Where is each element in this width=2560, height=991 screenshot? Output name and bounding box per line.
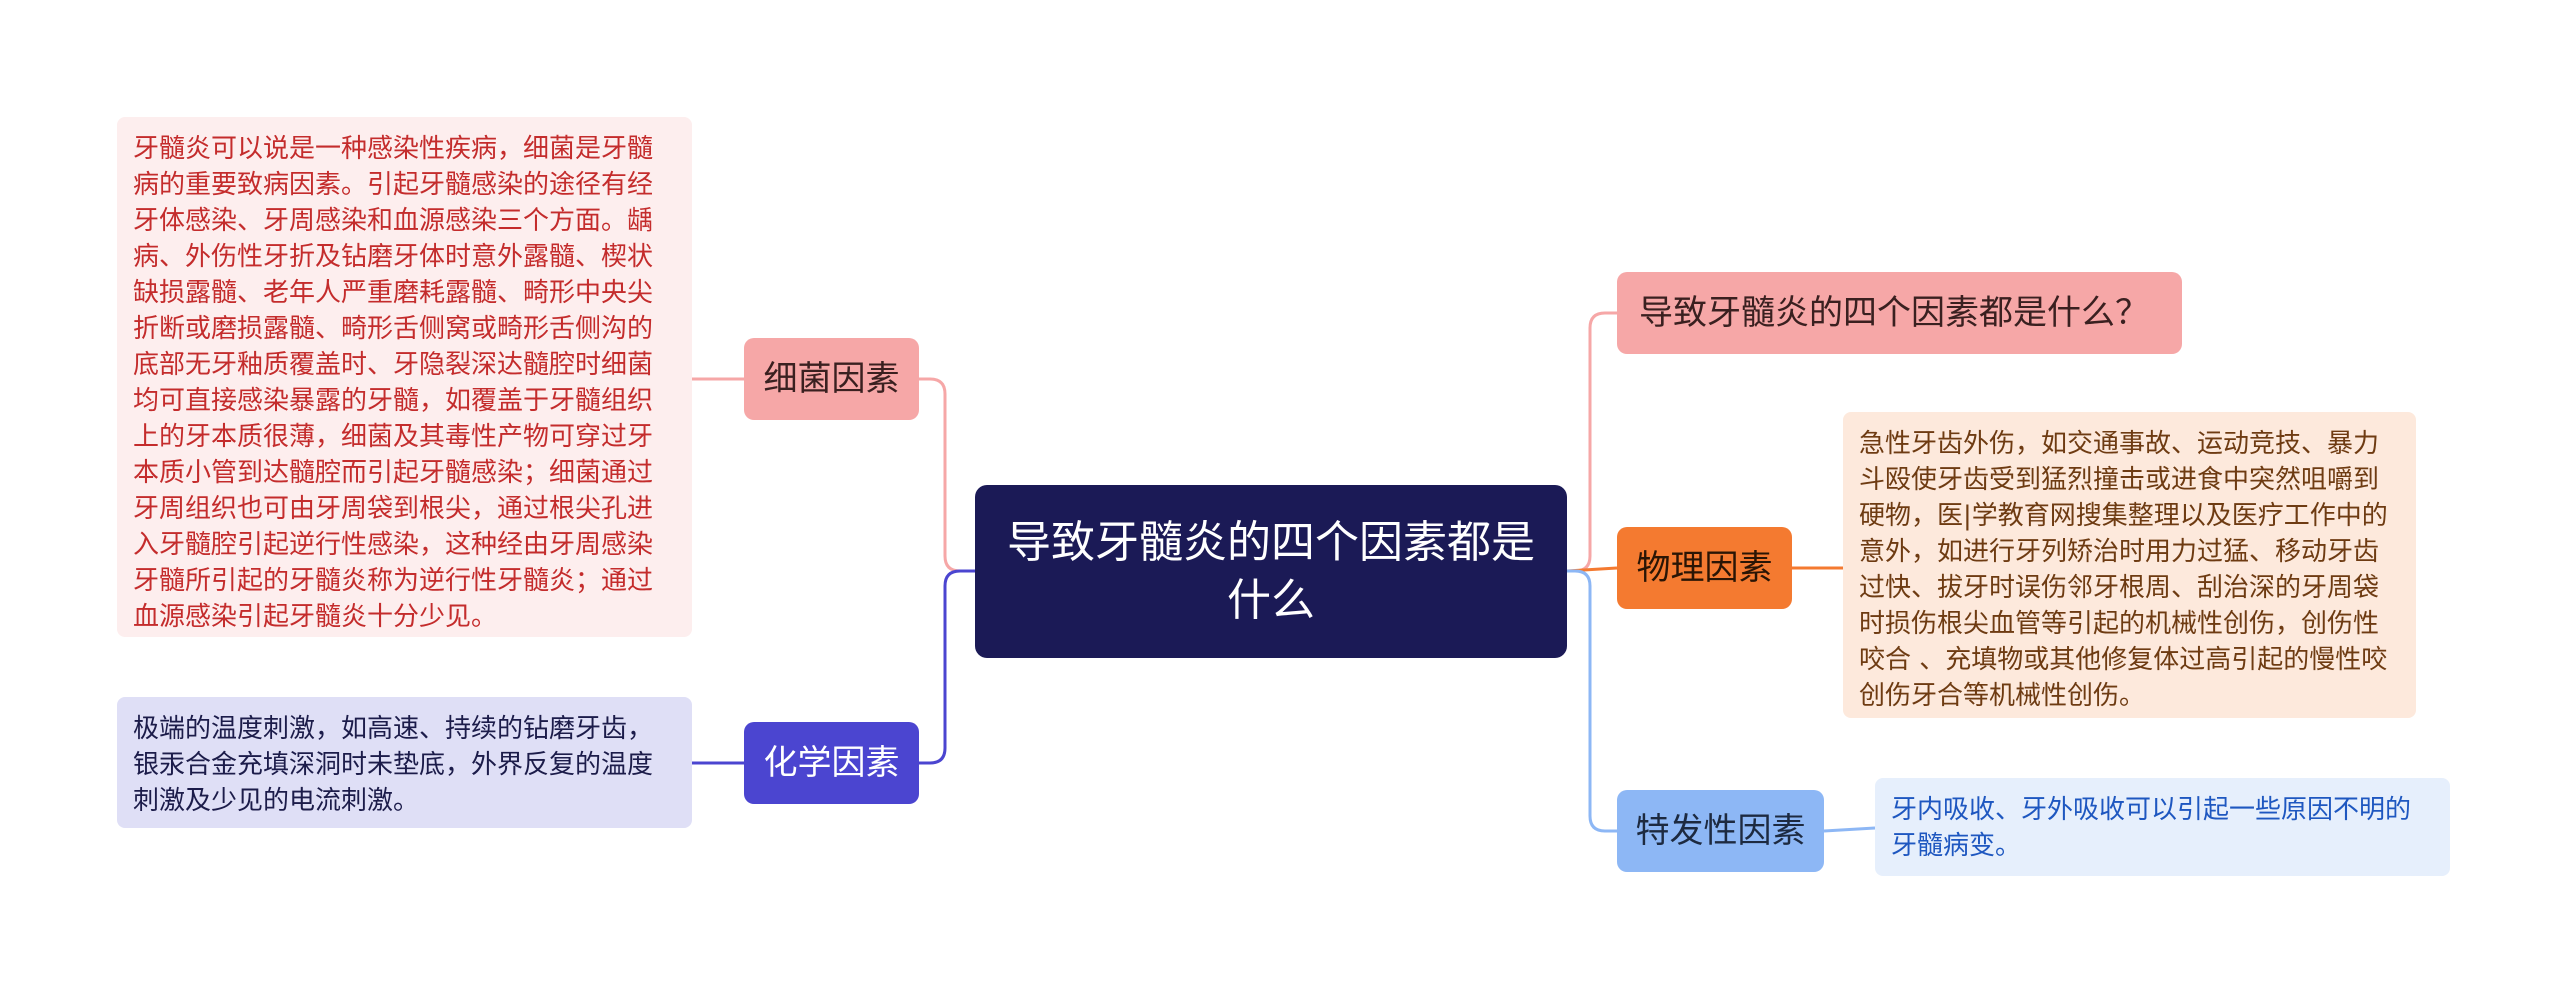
branch-idiopathic-label: 特发性因素 [1635, 811, 1806, 851]
branch-chemical-label: 化学因素 [763, 743, 900, 783]
detail-idiopathic-text: 牙内吸收、牙外吸收可以引起一些原因不明的牙髓病变。 [1891, 795, 2412, 861]
central-topic-label: 导致牙髓炎的四个因素都是什么 [1007, 516, 1535, 626]
connector-idiopathic-detail [1823, 826, 1876, 833]
connector-root-bacteria [919, 377, 975, 573]
branch-physical-label: 物理因素 [1636, 548, 1773, 588]
branch-chemical[interactable]: 化学因素 [744, 722, 919, 804]
detail-physical[interactable]: 急性牙齿外伤，如交通事故、运动竞技、暴力斗殴使牙齿受到猛烈撞击或进食中突然咀嚼到… [1843, 412, 2416, 718]
branch-idiopathic[interactable]: 特发性因素 [1617, 790, 1824, 872]
detail-physical-text: 急性牙齿外伤，如交通事故、运动竞技、暴力斗殴使牙齿受到猛烈撞击或进食中突然咀嚼到… [1859, 429, 2388, 711]
central-topic[interactable]: 导致牙髓炎的四个因素都是什么 [975, 485, 1567, 658]
connector-root-idiopathic [1567, 569, 1617, 833]
branch-physical[interactable]: 物理因素 [1617, 527, 1792, 609]
branch-question[interactable]: 导致牙髓炎的四个因素都是什么？ [1617, 272, 2182, 354]
branch-bacteria[interactable]: 细菌因素 [744, 338, 919, 420]
detail-bacteria-text: 牙髓炎可以说是一种感染性疾病，细菌是牙髓病的重要致病因素。引起牙髓感染的途径有经… [133, 134, 654, 632]
connector-root-chemical [919, 569, 975, 765]
branch-question-label: 导致牙髓炎的四个因素都是什么？ [1639, 293, 2149, 333]
detail-chemical-text: 极端的温度刺激，如高速、持续的钻磨牙齿，银汞合金充填深洞时未垫底，外界反复的温度… [133, 714, 654, 816]
connector-root-question [1567, 311, 1617, 573]
connector-root-physical [1566, 566, 1618, 573]
branch-bacteria-label: 细菌因素 [763, 359, 900, 399]
detail-idiopathic[interactable]: 牙内吸收、牙外吸收可以引起一些原因不明的牙髓病变。 [1875, 778, 2450, 876]
detail-bacteria[interactable]: 牙髓炎可以说是一种感染性疾病，细菌是牙髓病的重要致病因素。引起牙髓感染的途径有经… [117, 117, 692, 637]
detail-chemical[interactable]: 极端的温度刺激，如高速、持续的钻磨牙齿，银汞合金充填深洞时未垫底，外界反复的温度… [117, 697, 692, 828]
